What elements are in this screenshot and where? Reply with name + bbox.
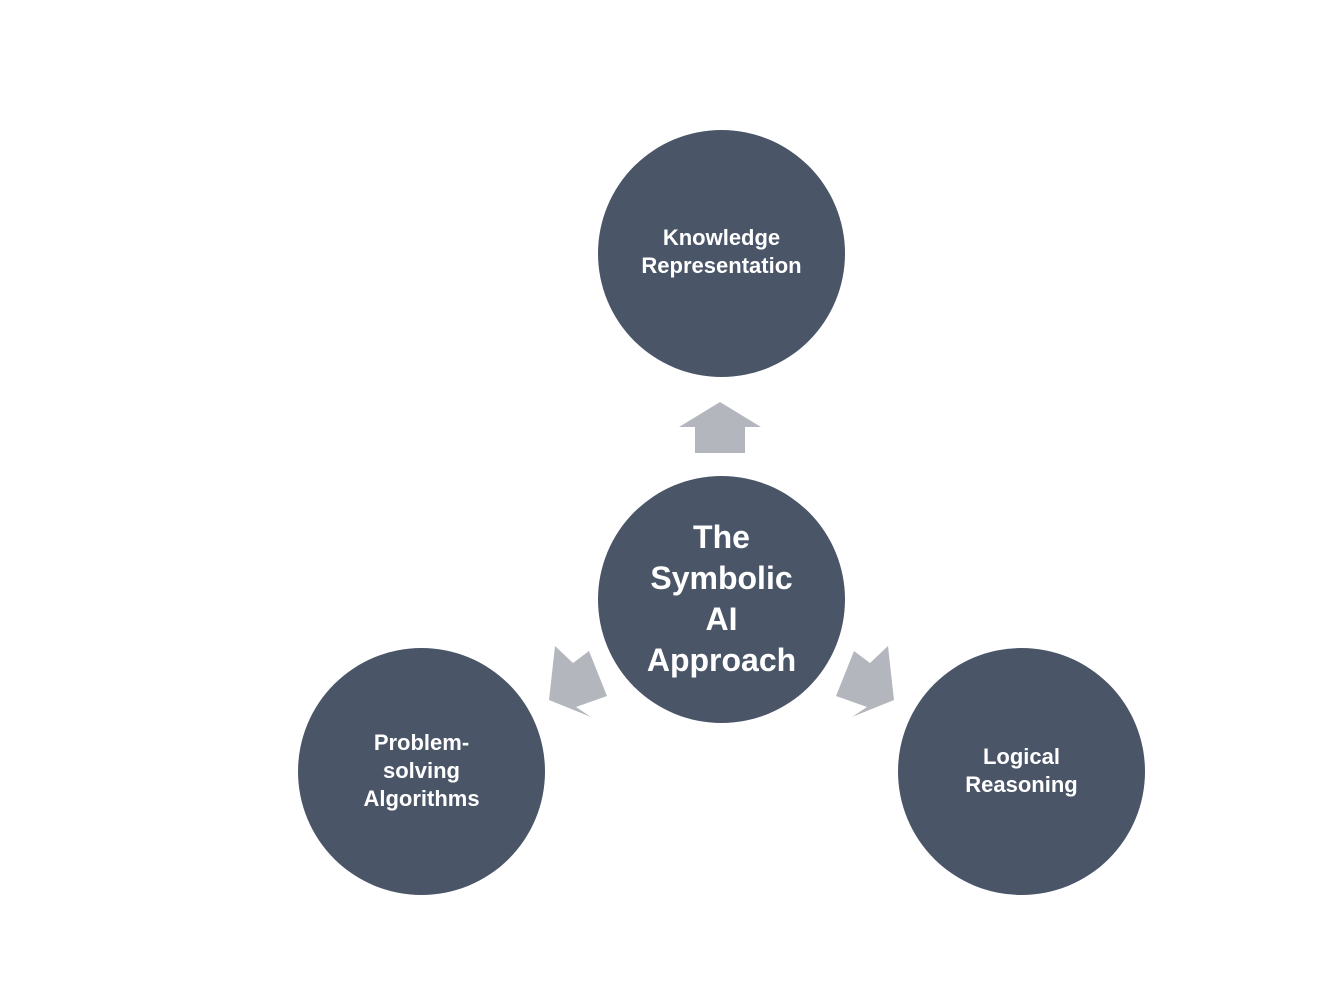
node-label-line: Algorithms (363, 785, 480, 811)
node-label-line: solving (382, 757, 460, 783)
center-label-line: AI (705, 600, 738, 637)
node-label-line: Representation (641, 253, 802, 278)
center-label-line: Symbolic (650, 559, 793, 596)
knowledge-representation-node: Knowledge Representation (598, 130, 845, 377)
node-label-line: Knowledge (662, 225, 781, 250)
arrow-to-knowledge (679, 402, 761, 453)
node-label-line: Logical (982, 743, 1060, 769)
logical-reasoning-node: Logical Reasoning (898, 648, 1145, 895)
arrow-to-problem-solving (549, 646, 607, 717)
center-label-line: Approach (646, 641, 797, 678)
center-label-line: The (693, 518, 750, 555)
problem-solving-algorithms-node: Problem- solving Algorithms (298, 648, 545, 895)
node-label-line: Problem- (373, 729, 470, 755)
symbolic-ai-approach-node: The Symbolic AI Approach (598, 476, 845, 723)
node-label-line: Reasoning (965, 771, 1078, 797)
arrow-to-logical-reasoning (836, 646, 894, 717)
